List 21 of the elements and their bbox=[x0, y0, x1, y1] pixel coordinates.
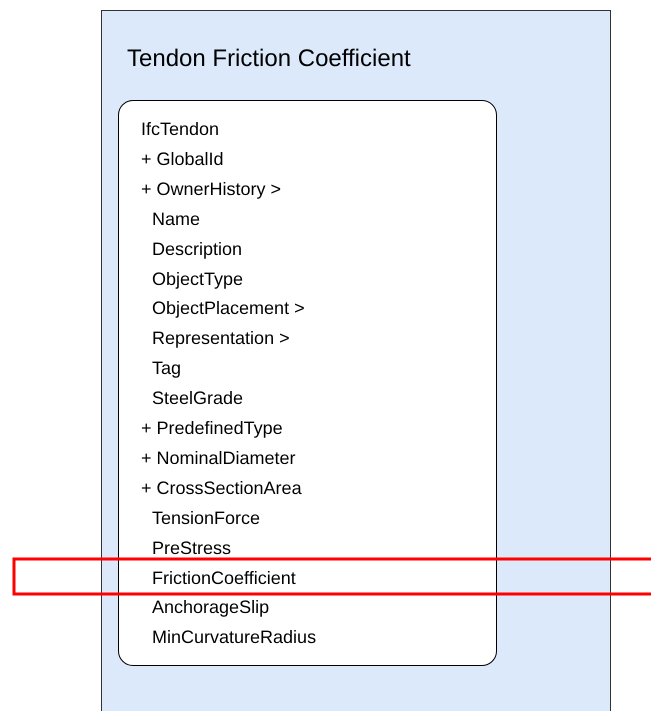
attribute-name: MinCurvatureRadius bbox=[152, 627, 316, 648]
attribute-name: Description bbox=[152, 238, 242, 260]
attribute-name: AnchorageSlip bbox=[152, 597, 270, 618]
attribute-name: Name bbox=[152, 208, 200, 230]
panel-background bbox=[101, 10, 611, 711]
class-box bbox=[118, 100, 497, 666]
attribute-name: SteelGrade bbox=[152, 388, 244, 410]
attribute-name: ObjectPlacement > bbox=[152, 298, 305, 320]
attribute-name: + PredefinedType bbox=[141, 418, 283, 439]
attribute-name: Tag bbox=[152, 358, 182, 380]
attribute-name: PreStress bbox=[152, 538, 232, 559]
attribute-name: + NominalDiameter bbox=[141, 448, 296, 469]
attribute-name: ObjectType bbox=[152, 268, 244, 290]
attribute-name: + OwnerHistory > bbox=[141, 178, 282, 200]
class-name: IfcTendon bbox=[141, 119, 220, 140]
attribute-name: + GlobalId bbox=[141, 148, 224, 170]
attribute-name: TensionForce bbox=[152, 508, 260, 529]
attribute-name: + CrossSectionArea bbox=[141, 478, 302, 499]
attribute-name: FrictionCoefficient bbox=[152, 568, 296, 588]
attribute-name: Representation > bbox=[152, 328, 290, 350]
title: Tendon Friction Coefficient bbox=[127, 45, 411, 73]
